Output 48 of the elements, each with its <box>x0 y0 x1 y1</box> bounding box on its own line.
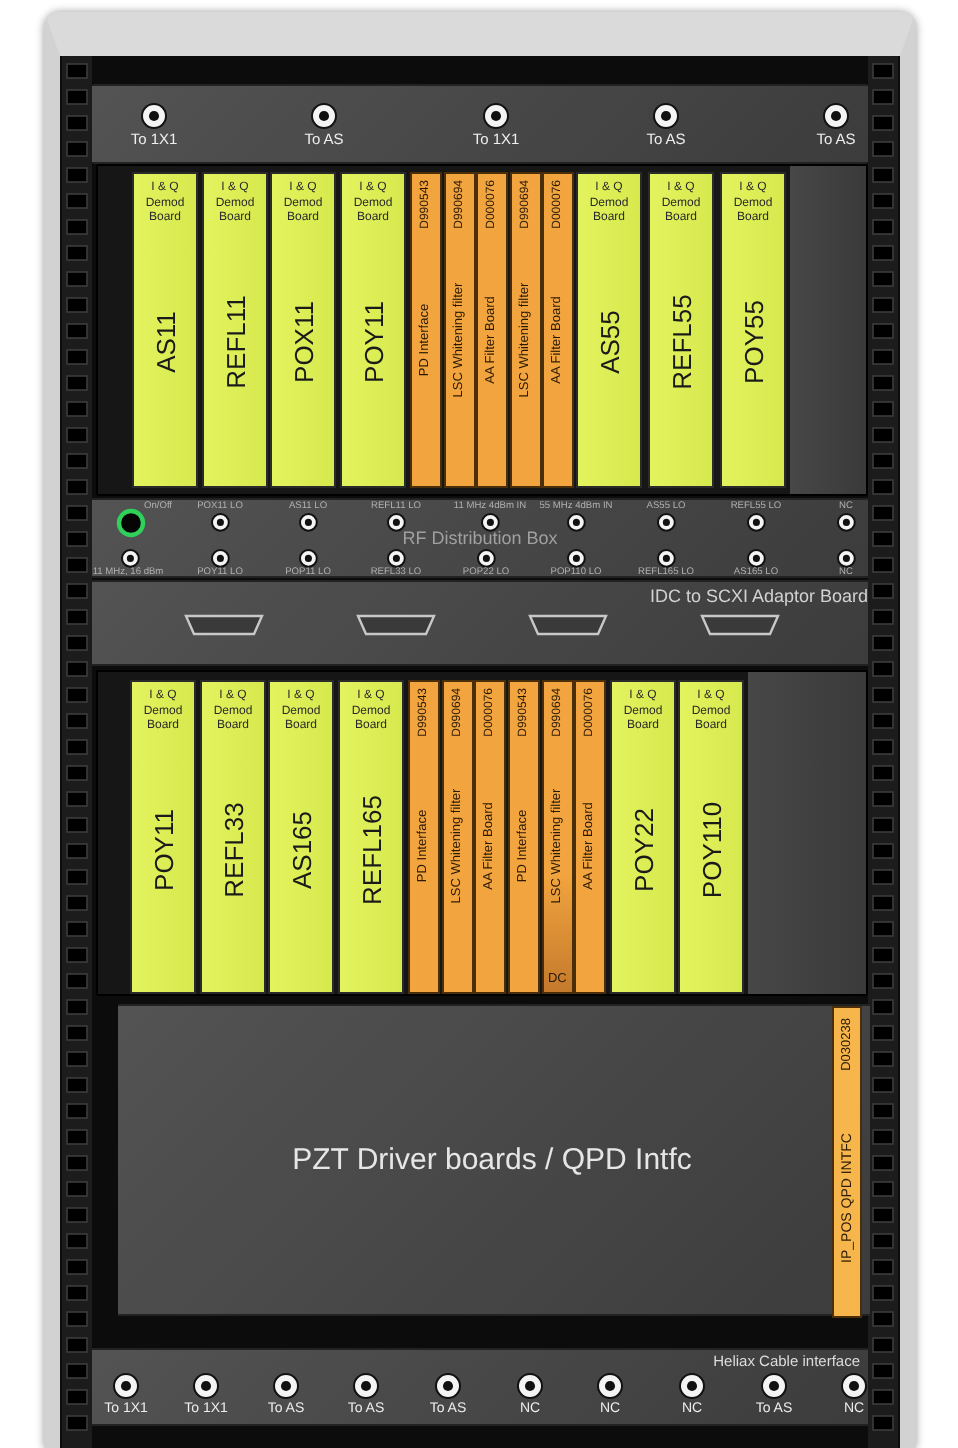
board-name: POY11 <box>150 808 176 891</box>
board-card <box>610 680 676 994</box>
board-name: POY11 <box>360 301 386 384</box>
board-card <box>132 172 198 488</box>
board-card <box>574 680 607 994</box>
driver-board-panel <box>118 1004 870 1316</box>
panel-title: PZT Driver boards / QPD Intfc <box>292 1145 692 1175</box>
board-card <box>340 172 406 488</box>
board-name: POY55 <box>740 300 766 385</box>
board-card <box>648 172 714 488</box>
card-cage <box>96 670 868 996</box>
board-card <box>541 680 574 994</box>
board-card <box>441 680 474 994</box>
board-card <box>338 680 404 994</box>
panel-title: IDC to SCXI Adaptor Board <box>649 588 868 606</box>
board-name: POX11 <box>290 301 316 384</box>
board-name: REFL165 <box>358 794 384 905</box>
board-card <box>130 680 196 994</box>
board-card <box>474 680 507 994</box>
board-card <box>832 1006 862 1318</box>
board-card <box>270 172 336 488</box>
board-card <box>268 680 334 994</box>
board-card <box>508 680 540 994</box>
board-name: POY22 <box>630 807 656 892</box>
card-cage <box>96 164 868 496</box>
connector-panel <box>92 84 868 164</box>
board-card <box>678 680 744 994</box>
board-card <box>200 680 266 994</box>
board-name: AS55 <box>596 310 622 375</box>
adaptor-board-panel <box>92 580 868 666</box>
distribution-box-panel <box>92 498 868 578</box>
board-card <box>509 172 541 488</box>
board-card <box>476 172 508 488</box>
board-card <box>720 172 786 488</box>
board-card <box>443 172 475 488</box>
board-name: REFL33 <box>220 801 246 898</box>
board-card <box>576 172 642 488</box>
board-name: POY110 <box>698 801 724 898</box>
board-card <box>542 172 574 488</box>
board-card <box>202 172 268 488</box>
board-name: REFL55 <box>668 294 694 391</box>
board-card <box>410 172 442 488</box>
cable-interface-panel <box>92 1348 868 1426</box>
board-name: REFL11 <box>222 295 248 390</box>
board-name: AS165 <box>288 810 314 889</box>
panel-title: RF Distribution Box <box>402 530 558 548</box>
board-name: AS11 <box>152 311 178 374</box>
board-card <box>408 680 440 994</box>
